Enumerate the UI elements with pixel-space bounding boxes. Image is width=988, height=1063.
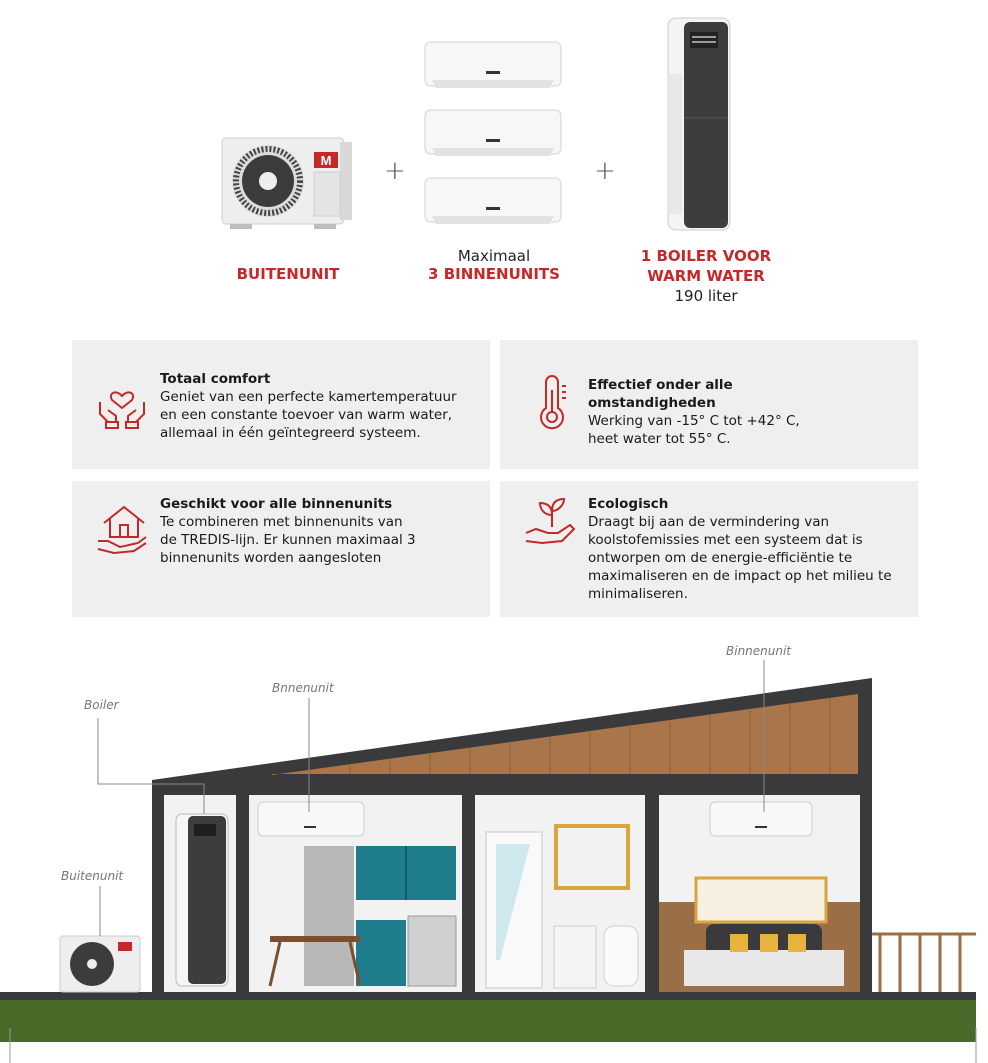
house-illustration: [0, 660, 977, 1063]
plus-sign-2: +: [594, 156, 616, 186]
boiler-caption-line2: WARM WATER: [647, 267, 765, 285]
outdoor-unit-image: M: [221, 137, 352, 229]
feature-title: Effectief onder alle omstandigheden: [588, 377, 733, 411]
hands-heart-icon: [99, 391, 145, 429]
indoor-caption-bottom: 3 BINNENUNITS: [428, 265, 560, 283]
feature-body: Te combineren met binnenunits van de TRE…: [160, 514, 416, 566]
indoor-caption-top: Maximaal: [457, 247, 531, 265]
label-boiler: Boiler: [84, 698, 119, 712]
svg-text:M: M: [321, 153, 332, 168]
boiler-caption-line1: 1 BOILER VOOR: [640, 247, 772, 265]
feature-title: Totaal comfort: [160, 371, 271, 387]
boiler-caption-line3: 190 liter: [674, 287, 738, 305]
feature-body: Draagt bij aan de vermindering van kools…: [588, 514, 892, 602]
feature-title: Geschikt voor alle binnenunits: [160, 496, 393, 512]
outdoor-caption: BUITENUNIT: [236, 265, 340, 283]
boiler-image: [667, 17, 731, 231]
feature-card-ecological: Ecologisch Draagt bij aan de verminderin…: [500, 481, 918, 617]
hand-plant-icon: [525, 497, 576, 545]
hand-house-icon: [97, 505, 147, 555]
feature-card-compatible: Geschikt voor alle binnenunits Te combin…: [72, 481, 490, 617]
feature-body: Werking van -15° C tot +42° C, heet wate…: [588, 413, 800, 447]
label-outdoor: Buitenunit: [61, 869, 124, 883]
plus-sign-1: +: [384, 156, 406, 186]
indoor-units-image: [424, 41, 562, 224]
feature-card-effective: Effectief onder alle omstandigheden Werk…: [500, 340, 918, 469]
thermometer-icon: [540, 375, 566, 430]
feature-title: Ecologisch: [588, 496, 669, 512]
label-indoor-2: Binnenunit: [726, 644, 792, 658]
label-indoor-1: Bnnenunit: [272, 681, 334, 695]
feature-card-comfort: Totaal comfort Geniet van een perfecte k…: [72, 340, 490, 469]
feature-body: Geniet van een perfecte kamertemperatuur…: [160, 389, 457, 441]
